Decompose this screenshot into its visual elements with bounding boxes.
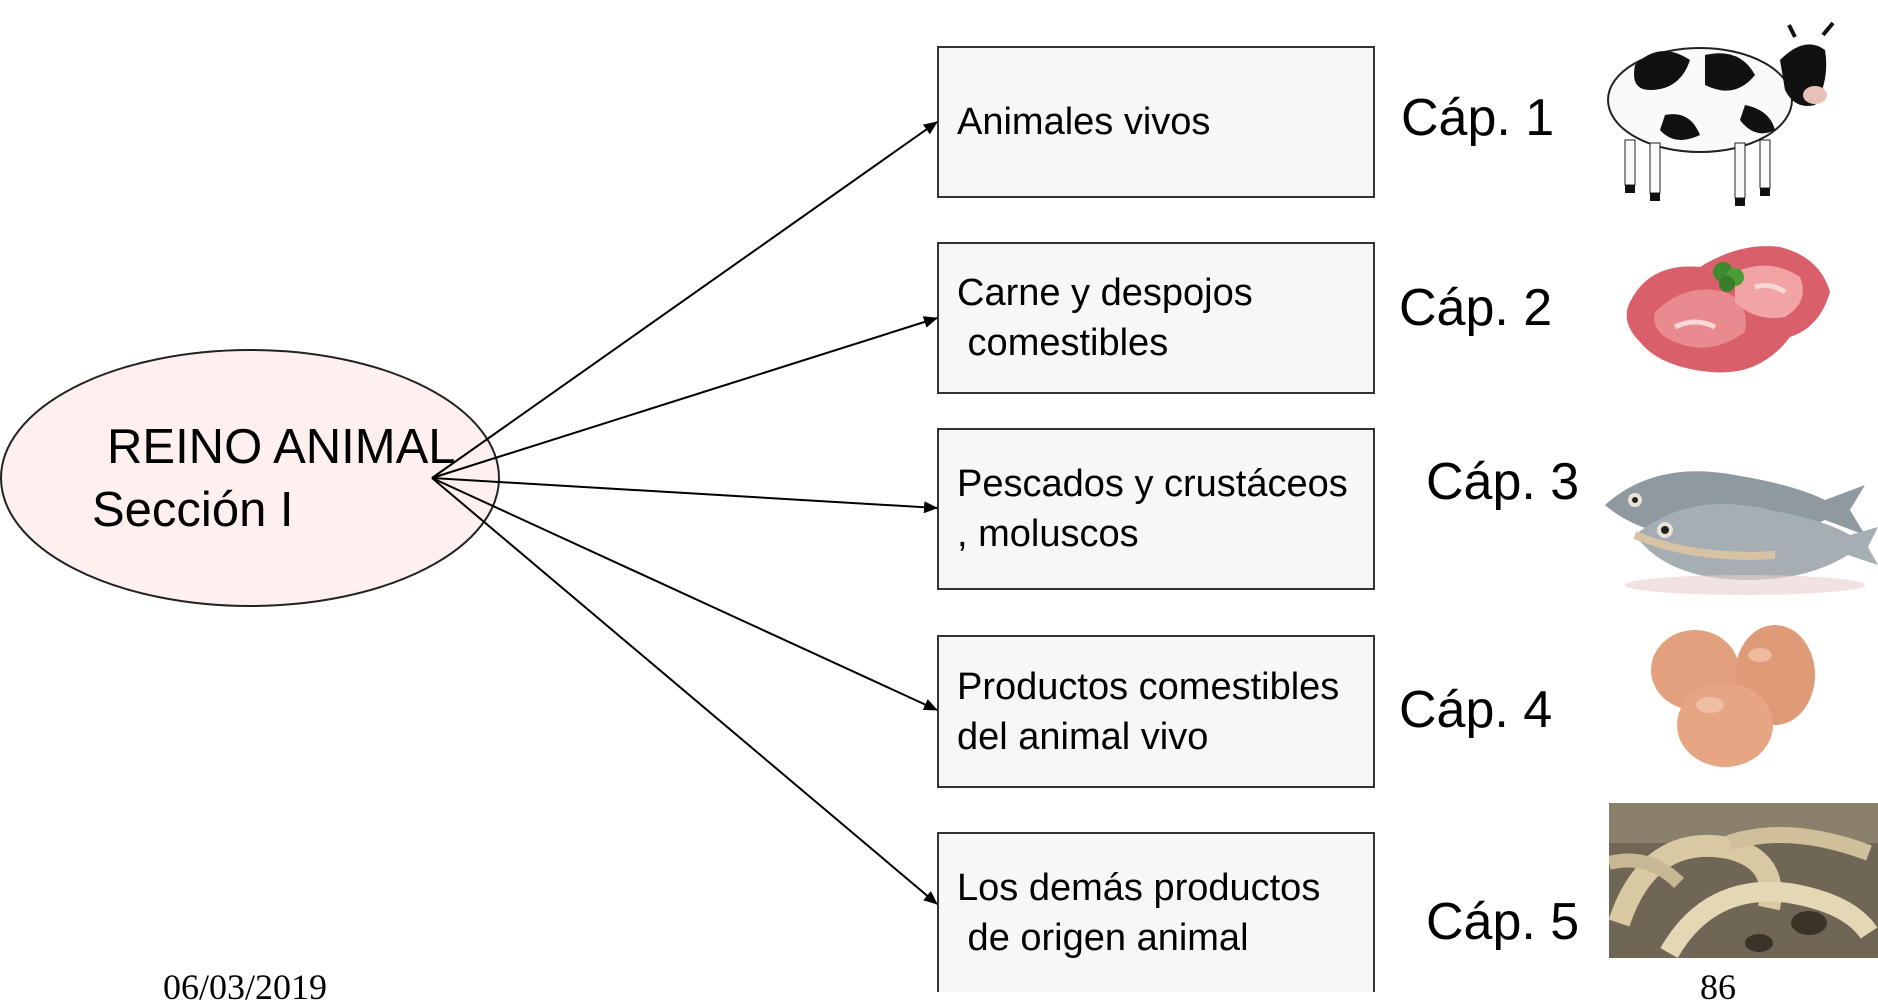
chapter-box-4-line-2: del animal vivo bbox=[957, 715, 1209, 758]
chapter-box-5-line-2: de origen animal bbox=[957, 917, 1249, 959]
chapter-box-3: Pescados y crustáceos , moluscos bbox=[937, 428, 1375, 590]
chapter-box-1: Animales vivos bbox=[937, 46, 1375, 198]
root-subtitle: Sección I bbox=[92, 483, 294, 537]
chapter-label-1: Cáp. 1 bbox=[1401, 89, 1555, 147]
footer-date: 06/03/2019 bbox=[163, 967, 328, 1007]
diagram-canvas: REINO ANIMAL Sección I Animales vivos Ca… bbox=[0, 21, 1878, 1007]
chapter-label-4: Cáp. 4 bbox=[1399, 681, 1553, 739]
chapter-box-2: Carne y despojos comestibles bbox=[937, 242, 1375, 394]
arrow-to-cap2 bbox=[431, 316, 938, 479]
eggs-photo bbox=[1651, 625, 1815, 767]
chapter-box-1-line-1: Animales vivos bbox=[957, 101, 1211, 143]
meat-photo bbox=[1626, 246, 1830, 373]
chapter-box-4-line-1: Productos comestibles bbox=[957, 665, 1340, 708]
root-ellipse bbox=[0, 349, 500, 607]
cow-photo bbox=[1607, 21, 1835, 206]
footer-page-number: 86 bbox=[1700, 967, 1736, 1007]
chapter-box-5: Los demás productos de origen animal bbox=[937, 832, 1375, 992]
connector-layer bbox=[0, 121, 938, 905]
chapter-box-2-line-1: Carne y despojos bbox=[957, 272, 1253, 314]
arrow-to-cap4 bbox=[431, 477, 938, 711]
arrow-to-cap3 bbox=[431, 477, 938, 514]
chapter-label-3: Cáp. 3 bbox=[1426, 453, 1580, 511]
chapter-box-3-line-2: , moluscos bbox=[957, 513, 1139, 555]
fish-photo bbox=[1605, 471, 1878, 595]
arrow-to-cap5 bbox=[431, 477, 938, 905]
chapter-label-2: Cáp. 2 bbox=[1399, 279, 1553, 337]
chapter-label-5: Cáp. 5 bbox=[1426, 893, 1580, 951]
chapter-box-4: Productos comestibles del animal vivo bbox=[937, 635, 1375, 788]
arrow-to-cap1 bbox=[431, 121, 938, 479]
chapter-box-2-line-2: comestibles bbox=[957, 322, 1169, 364]
chapter-box-5-line-1: Los demás productos bbox=[957, 867, 1321, 909]
chapter-box-3-line-1: Pescados y crustáceos bbox=[957, 463, 1348, 505]
root-title: REINO ANIMAL bbox=[107, 420, 456, 474]
ivory-tusks-photo bbox=[1609, 803, 1878, 958]
